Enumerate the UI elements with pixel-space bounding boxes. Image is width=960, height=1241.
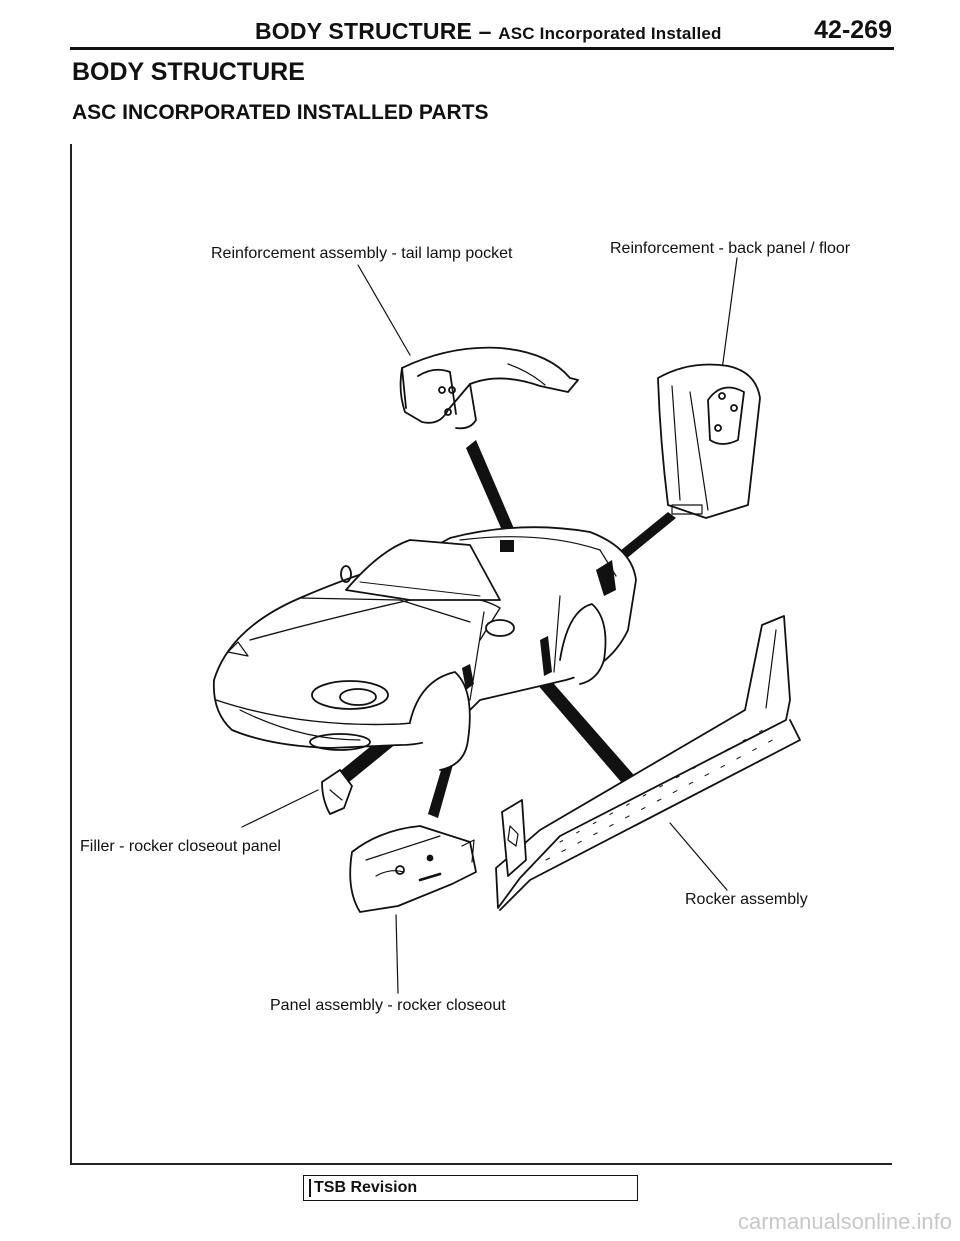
frame-left-rule [70, 144, 72, 1164]
callout-panel-rocker-closeout: Panel assembly - rocker closeout [270, 997, 506, 1014]
panel-rocker-closeout-part [349, 825, 477, 913]
leader-lines [241, 257, 738, 994]
section-subtitle: ASC INCORPORATED INSTALLED PARTS [72, 101, 489, 124]
frame-bottom-rule [70, 1163, 892, 1165]
page-number: 42-269 [814, 16, 892, 44]
callout-tail-lamp-pocket: Reinforcement assembly - tail lamp pocke… [211, 245, 513, 262]
header-title: BODY STRUCTURE – ASC Incorporated Instal… [255, 18, 722, 45]
arrow-tail-lamp [466, 440, 518, 544]
callout-back-panel-floor: Reinforcement - back panel / floor [610, 240, 851, 257]
header-rule [70, 47, 894, 50]
tail-lamp-pocket-part [399, 346, 579, 430]
callout-filler-rocker: Filler - rocker closeout panel [80, 838, 281, 855]
convertible-car-outline [212, 526, 637, 771]
leader-back-panel [721, 257, 738, 371]
page-header: BODY STRUCTURE – ASC Incorporated Instal… [70, 16, 892, 46]
leader-rocker [669, 822, 728, 891]
header-title-main: BODY STRUCTURE – [255, 18, 499, 44]
tsb-revision-label: TSB Revision [314, 1179, 418, 1196]
leader-panel-closeout [395, 914, 399, 994]
back-panel-floor-part [657, 363, 761, 519]
watermark: carmanualsonline.info [737, 1209, 952, 1234]
section-title: BODY STRUCTURE [72, 58, 305, 86]
callout-rocker-assembly: Rocker assembly [685, 891, 808, 908]
leader-tail-lamp [357, 264, 411, 356]
tsb-revision-box: TSB Revision [303, 1175, 638, 1201]
arrow-rocker [530, 668, 640, 790]
rocker-assembly-part [495, 615, 801, 911]
leader-filler [241, 789, 319, 828]
header-title-sub: ASC Incorporated Installed [498, 24, 722, 43]
filler-rocker-closeout-part [321, 769, 353, 815]
